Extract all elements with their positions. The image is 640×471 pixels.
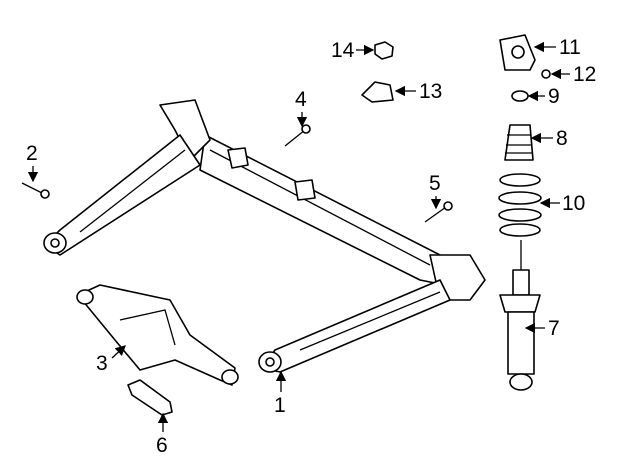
callout-10: 10 — [562, 192, 586, 215]
nut-12 — [541, 69, 551, 79]
callout-9: 9 — [548, 85, 560, 108]
shock-absorber-7 — [499, 240, 541, 391]
callout-4: 4 — [295, 88, 307, 111]
callout-5: 5 — [429, 172, 441, 195]
callout-1: 1 — [274, 394, 286, 417]
trailing-bracket-3 — [76, 284, 239, 386]
nut-14 — [374, 41, 394, 60]
bolt-5 — [424, 201, 453, 223]
coil-spring-10 — [498, 173, 542, 237]
bump-stop-8 — [504, 124, 534, 161]
callout-6: 6 — [156, 434, 168, 457]
callout-13: 13 — [419, 80, 443, 103]
callout-12: 12 — [573, 63, 597, 86]
stabilizer-link-6 — [127, 379, 173, 416]
bolt-4 — [284, 124, 311, 147]
bolt-2 — [21, 182, 50, 199]
callout-3: 3 — [96, 352, 108, 375]
callout-arrows — [27, 41, 570, 432]
rear-axle-beam — [43, 99, 486, 373]
strut-mount-11 — [499, 34, 536, 71]
spacer-9 — [511, 90, 529, 102]
callout-8: 8 — [556, 127, 568, 150]
callout-2: 2 — [26, 142, 38, 165]
callout-11: 11 — [559, 36, 581, 59]
insulator-13 — [361, 81, 394, 103]
callout-7: 7 — [548, 317, 560, 340]
callout-14: 14 — [331, 39, 355, 62]
